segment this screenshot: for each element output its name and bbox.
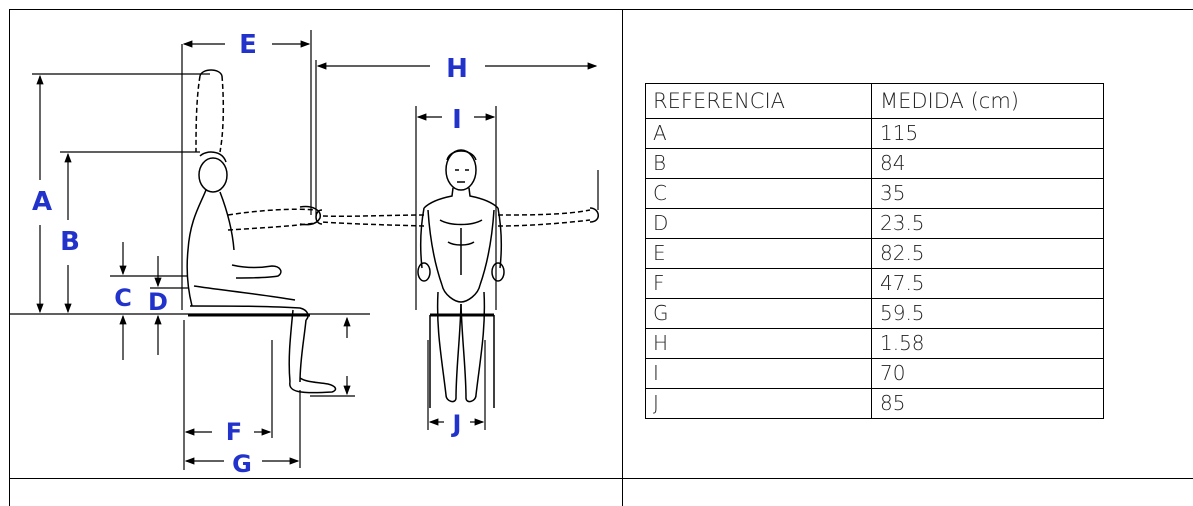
cell-reference: E: [645, 238, 872, 269]
cell-measure: 1.58: [871, 328, 1104, 359]
label-d: D: [148, 288, 168, 316]
dimension-lines: [10, 30, 599, 470]
cell-reference: I: [645, 358, 872, 389]
table-left-border: [9, 9, 10, 506]
anthropometric-figure: E H I A B C D F G J: [10, 30, 599, 478]
table-row-divider: [9, 478, 1193, 479]
cell-reference: F: [645, 268, 872, 299]
label-e: E: [239, 30, 257, 60]
side-view-figure: [186, 69, 337, 394]
cell-reference: C: [645, 178, 872, 209]
label-a: A: [32, 187, 52, 217]
cell-measure: 115: [871, 118, 1104, 149]
table-header-row: REFERENCIA MEDIDA (cm): [645, 83, 1104, 119]
label-j: J: [451, 410, 462, 438]
header-referencia: REFERENCIA: [645, 83, 872, 119]
cell-measure: 47.5: [871, 268, 1104, 299]
cell-reference: G: [645, 298, 872, 329]
label-b: B: [60, 227, 80, 257]
cell-measure: 59.5: [871, 298, 1104, 329]
label-c: C: [114, 284, 132, 312]
table-top-border: [9, 9, 1193, 10]
cell-reference: A: [645, 118, 872, 149]
front-view-figure: [315, 149, 599, 408]
cell-reference: B: [645, 148, 872, 179]
header-medida: MEDIDA (cm): [871, 83, 1104, 119]
cell-measure: 82.5: [871, 238, 1104, 269]
cell-reference: H: [645, 328, 872, 359]
table-middle-border: [622, 9, 623, 506]
cell-measure: 35: [871, 178, 1104, 209]
label-h: H: [446, 54, 468, 84]
cell-reference: D: [645, 208, 872, 239]
cell-measure: 84: [871, 148, 1104, 179]
cell-measure: 70: [871, 358, 1104, 389]
cell-measure: 23.5: [871, 208, 1104, 239]
cell-reference: J: [645, 388, 872, 419]
label-g: G: [232, 450, 252, 478]
cell-measure: 85: [871, 388, 1104, 419]
label-f: F: [226, 418, 242, 446]
label-i: I: [452, 105, 462, 135]
